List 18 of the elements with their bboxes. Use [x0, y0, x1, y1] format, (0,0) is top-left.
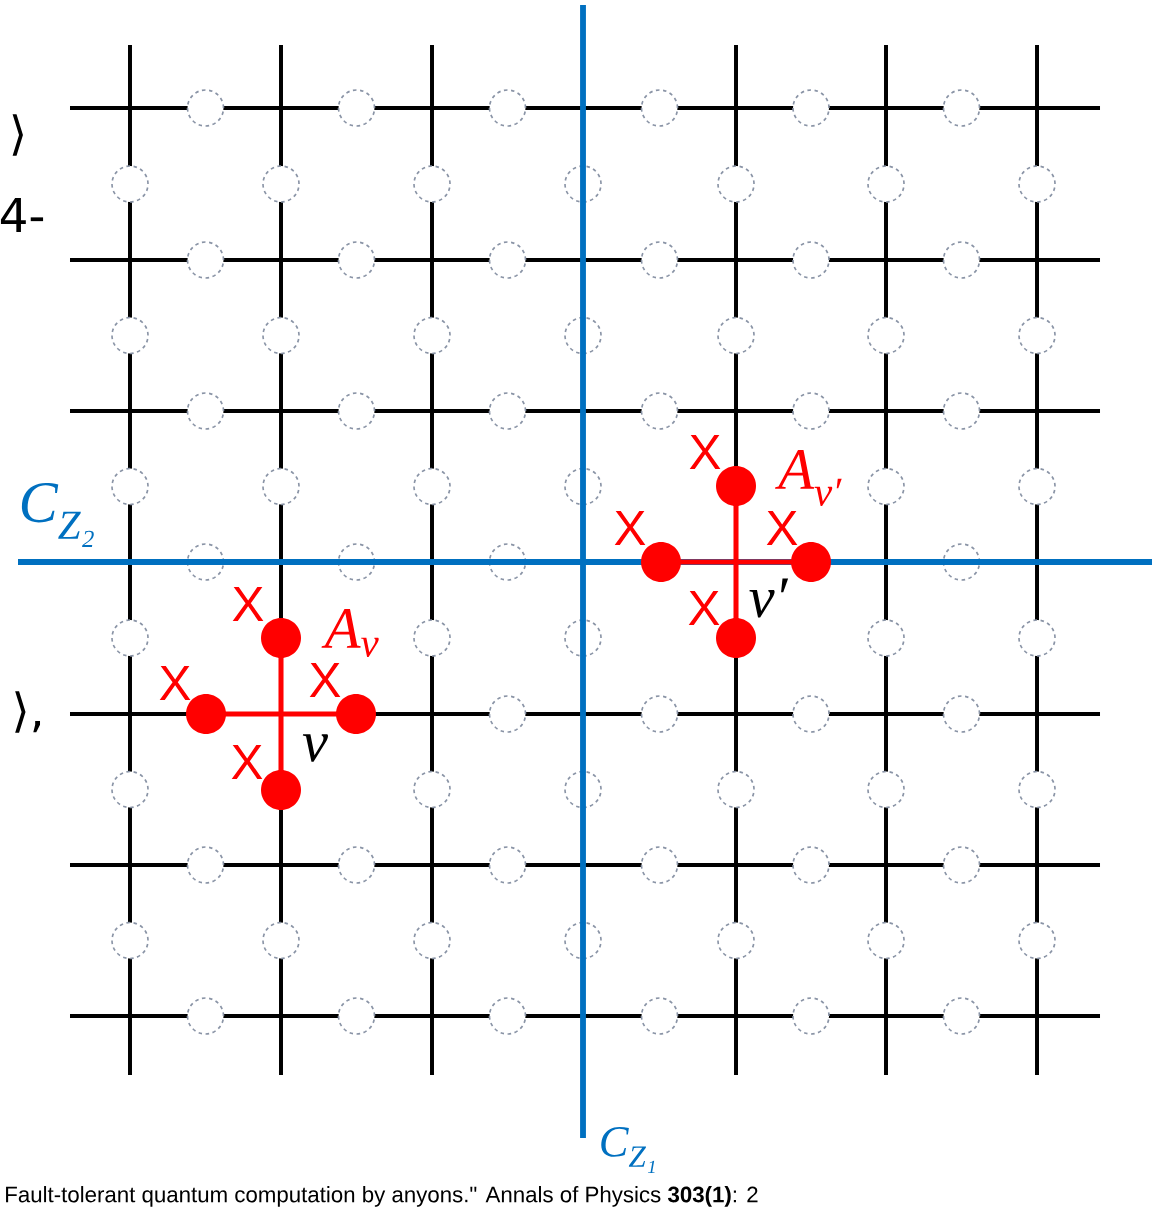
symbol-label: C$_{Z₂}$: [21, 483, 94, 547]
operator-label: X: [159, 666, 191, 700]
symbol-label: v′: [749, 578, 789, 618]
symbol-label: C$_{Z₁}$: [601, 1126, 655, 1174]
operator-label: X: [689, 435, 721, 469]
citation: Fault-tolerant quantum computation by anyons." Annals of Physics 303(1): 2: [6, 1186, 758, 1207]
operator-label: X: [766, 511, 798, 545]
operator-label: X: [232, 587, 264, 621]
operator-label: X: [231, 745, 263, 779]
text-fragment: ⟩: [12, 114, 23, 156]
operator-label: X: [688, 591, 720, 625]
symbol-label: v: [302, 734, 328, 762]
operator-label: X: [614, 511, 646, 545]
text-fragment: 4-: [0, 197, 44, 233]
symbol-label: A$_{v}$: [321, 609, 379, 657]
symbol-label: A$_{v′}$: [775, 450, 842, 506]
operator-label: X: [309, 663, 341, 697]
text-fragment: ⟩,: [15, 691, 40, 733]
